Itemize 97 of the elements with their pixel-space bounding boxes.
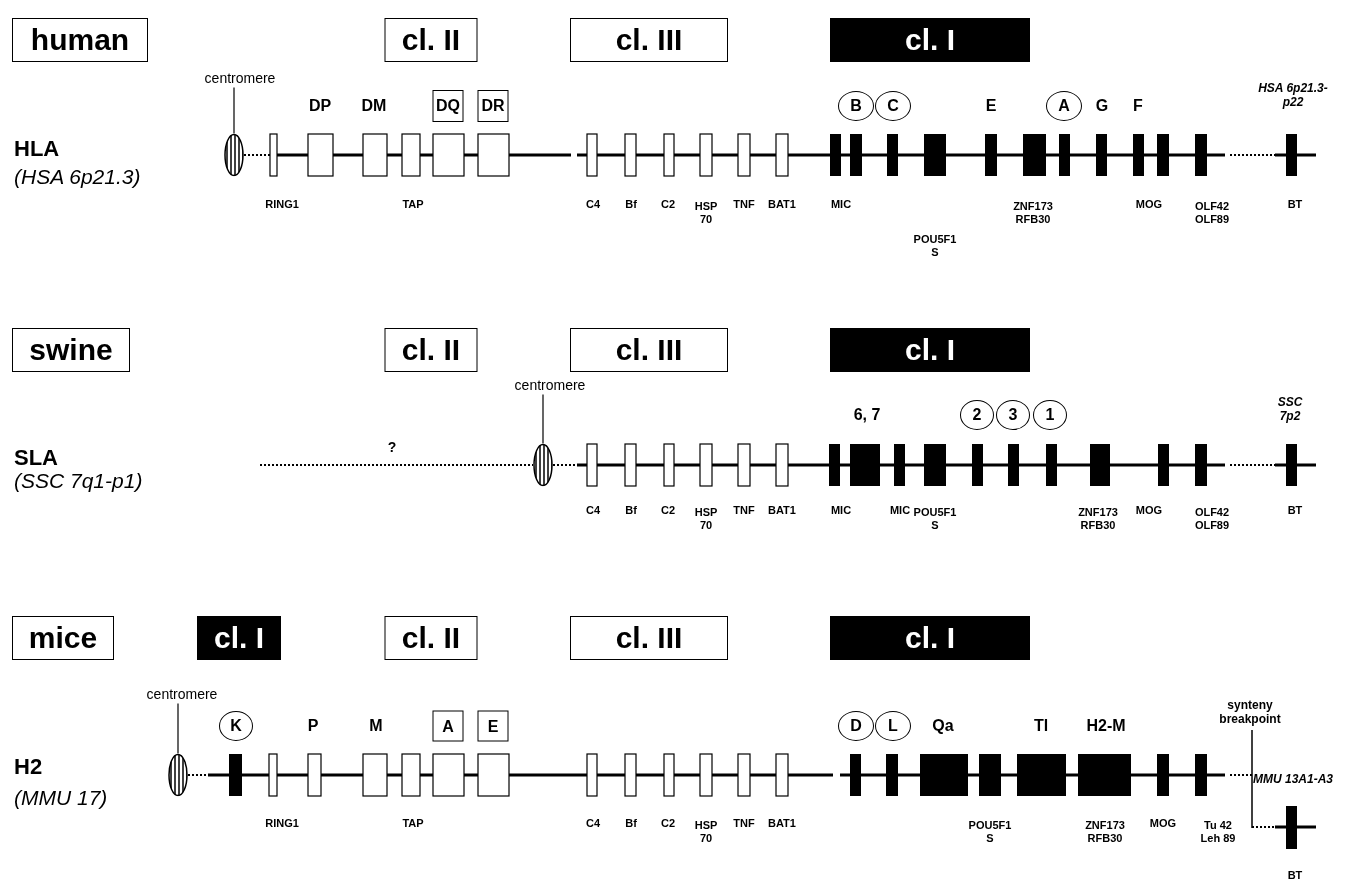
gene-label: MOG (1149, 817, 1177, 831)
class-box: cl. III (570, 616, 728, 660)
circled-locus: K (219, 711, 253, 741)
circled-locus: C (875, 91, 911, 121)
locus-label: DM (361, 96, 387, 116)
gene-label: RING1 (265, 817, 299, 831)
gene-label: TAP (402, 817, 424, 831)
gene-label: OLF42 OLF89 (1193, 505, 1231, 533)
centromere-ellipse (168, 753, 188, 797)
gene-label: Bf (625, 817, 637, 831)
locus-label: F (1133, 96, 1143, 116)
gene-label: HSP 70 (693, 199, 719, 227)
centromere-label: centromere (514, 376, 586, 394)
centromere-label: centromere (146, 685, 218, 703)
breakpoint-label: synteny breakpoint (1218, 697, 1282, 727)
gene-label: MIC (830, 198, 852, 212)
gene-label: MIC (889, 504, 911, 518)
centromere-label: centromere (204, 69, 276, 87)
locus-label: M (369, 716, 383, 736)
chromosome-location: (MMU 17) (14, 786, 108, 810)
class-box: cl. I (197, 616, 281, 660)
locus-label: E (985, 96, 997, 116)
locus-name: H2 (14, 754, 43, 780)
gene-label: HSP 70 (693, 505, 719, 533)
chromosome-location: (SSC 7q1-p1) (14, 469, 143, 493)
leader-line (542, 393, 544, 445)
species-box: human (12, 18, 148, 62)
gene-label: BAT1 (768, 817, 796, 831)
centromere-ellipse (224, 133, 244, 177)
circled-locus: 3 (996, 400, 1030, 430)
gene-label: HSP 70 (693, 818, 719, 846)
gene-label: C2 (660, 198, 676, 212)
class-box: cl. II (384, 18, 478, 62)
gene-label: Tu 42 Leh 89 (1199, 818, 1237, 846)
class-box: cl. III (570, 328, 728, 372)
gene-label: MOG (1135, 504, 1163, 518)
gene-label: ZNF173 RFB30 (1084, 818, 1126, 846)
locus-name: HLA (14, 136, 60, 162)
locus-name: SLA (14, 445, 58, 471)
gene-label: TNF (733, 817, 755, 831)
gene-label: POU5F1 S (967, 818, 1013, 846)
question-mark: ? (387, 438, 397, 456)
gene-label: POU5F1 S (912, 505, 958, 533)
centromere-ellipse (533, 443, 553, 487)
gene-label: TNF (733, 198, 755, 212)
gene-label: TNF (733, 504, 755, 518)
gene-label: BT (1287, 504, 1303, 518)
gene-label: POU5F1 S (912, 232, 958, 260)
locus-label: DP (308, 96, 332, 116)
locus-label: Tl (1033, 716, 1049, 736)
species-box: swine (12, 328, 130, 372)
gene-label: C4 (585, 198, 601, 212)
chromosome-location: MMU 13A1-A3 (1253, 771, 1333, 787)
leader-line (177, 702, 179, 755)
leader-line (233, 86, 235, 135)
class-box: cl. I (830, 616, 1030, 660)
gene-label: Bf (625, 198, 637, 212)
class-box: cl. I (830, 328, 1030, 372)
class-box: cl. I (830, 18, 1030, 62)
locus-label: H2-M (1086, 716, 1126, 736)
class-box: cl. III (570, 18, 728, 62)
circled-locus: 1 (1033, 400, 1067, 430)
gene-label: BT (1287, 869, 1303, 883)
locus-label: 6, 7 (853, 405, 881, 425)
locus-label: Qa (932, 716, 954, 736)
circled-locus: A (1046, 91, 1082, 121)
gene-label: OLF42 OLF89 (1193, 199, 1231, 227)
chromosome-location: SSC 7p2 (1276, 394, 1304, 424)
chromosome-location: HSA 6p21.3-p22 (1257, 80, 1329, 110)
circled-locus: B (838, 91, 874, 121)
locus-label: P (307, 716, 319, 736)
boxed-locus: E (477, 710, 509, 742)
gene-label: MIC (830, 504, 852, 518)
gene-label: BAT1 (768, 198, 796, 212)
gene-label: C2 (660, 504, 676, 518)
gene-label: ZNF173 RFB30 (1077, 505, 1119, 533)
boxed-locus: DQ (432, 90, 464, 122)
gene-label: ZNF173 RFB30 (1012, 199, 1054, 227)
gene-label: C4 (585, 504, 601, 518)
chromosome-location: (HSA 6p21.3) (14, 165, 141, 189)
gene-label: TAP (402, 198, 424, 212)
circled-locus: D (838, 711, 874, 741)
gene-label: RING1 (265, 198, 299, 212)
boxed-locus: A (432, 710, 464, 742)
gene-label: Bf (625, 504, 637, 518)
gene-label: BAT1 (768, 504, 796, 518)
gene-label: BT (1287, 198, 1303, 212)
class-box: cl. II (384, 616, 478, 660)
boxed-locus: DR (477, 90, 509, 122)
gene-label: MOG (1135, 198, 1163, 212)
circled-locus: L (875, 711, 911, 741)
gene-label: C2 (660, 817, 676, 831)
class-box: cl. II (384, 328, 478, 372)
circled-locus: 2 (960, 400, 994, 430)
species-box: mice (12, 616, 114, 660)
gene-label: C4 (585, 817, 601, 831)
locus-label: G (1095, 96, 1109, 116)
